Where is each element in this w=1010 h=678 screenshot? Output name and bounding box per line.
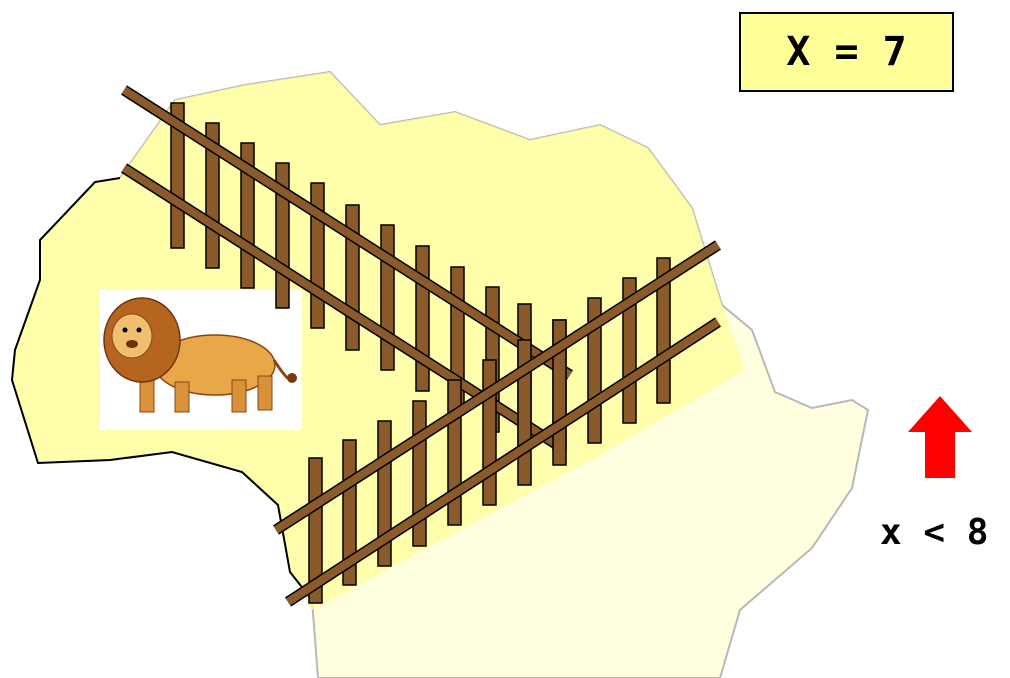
red-up-arrow-icon <box>908 396 972 478</box>
value-box: X = 7 <box>739 12 954 92</box>
lion-icon <box>100 290 302 430</box>
value-box-label: X = 7 <box>786 29 906 75</box>
inequality-label: x < 8 <box>880 512 988 553</box>
